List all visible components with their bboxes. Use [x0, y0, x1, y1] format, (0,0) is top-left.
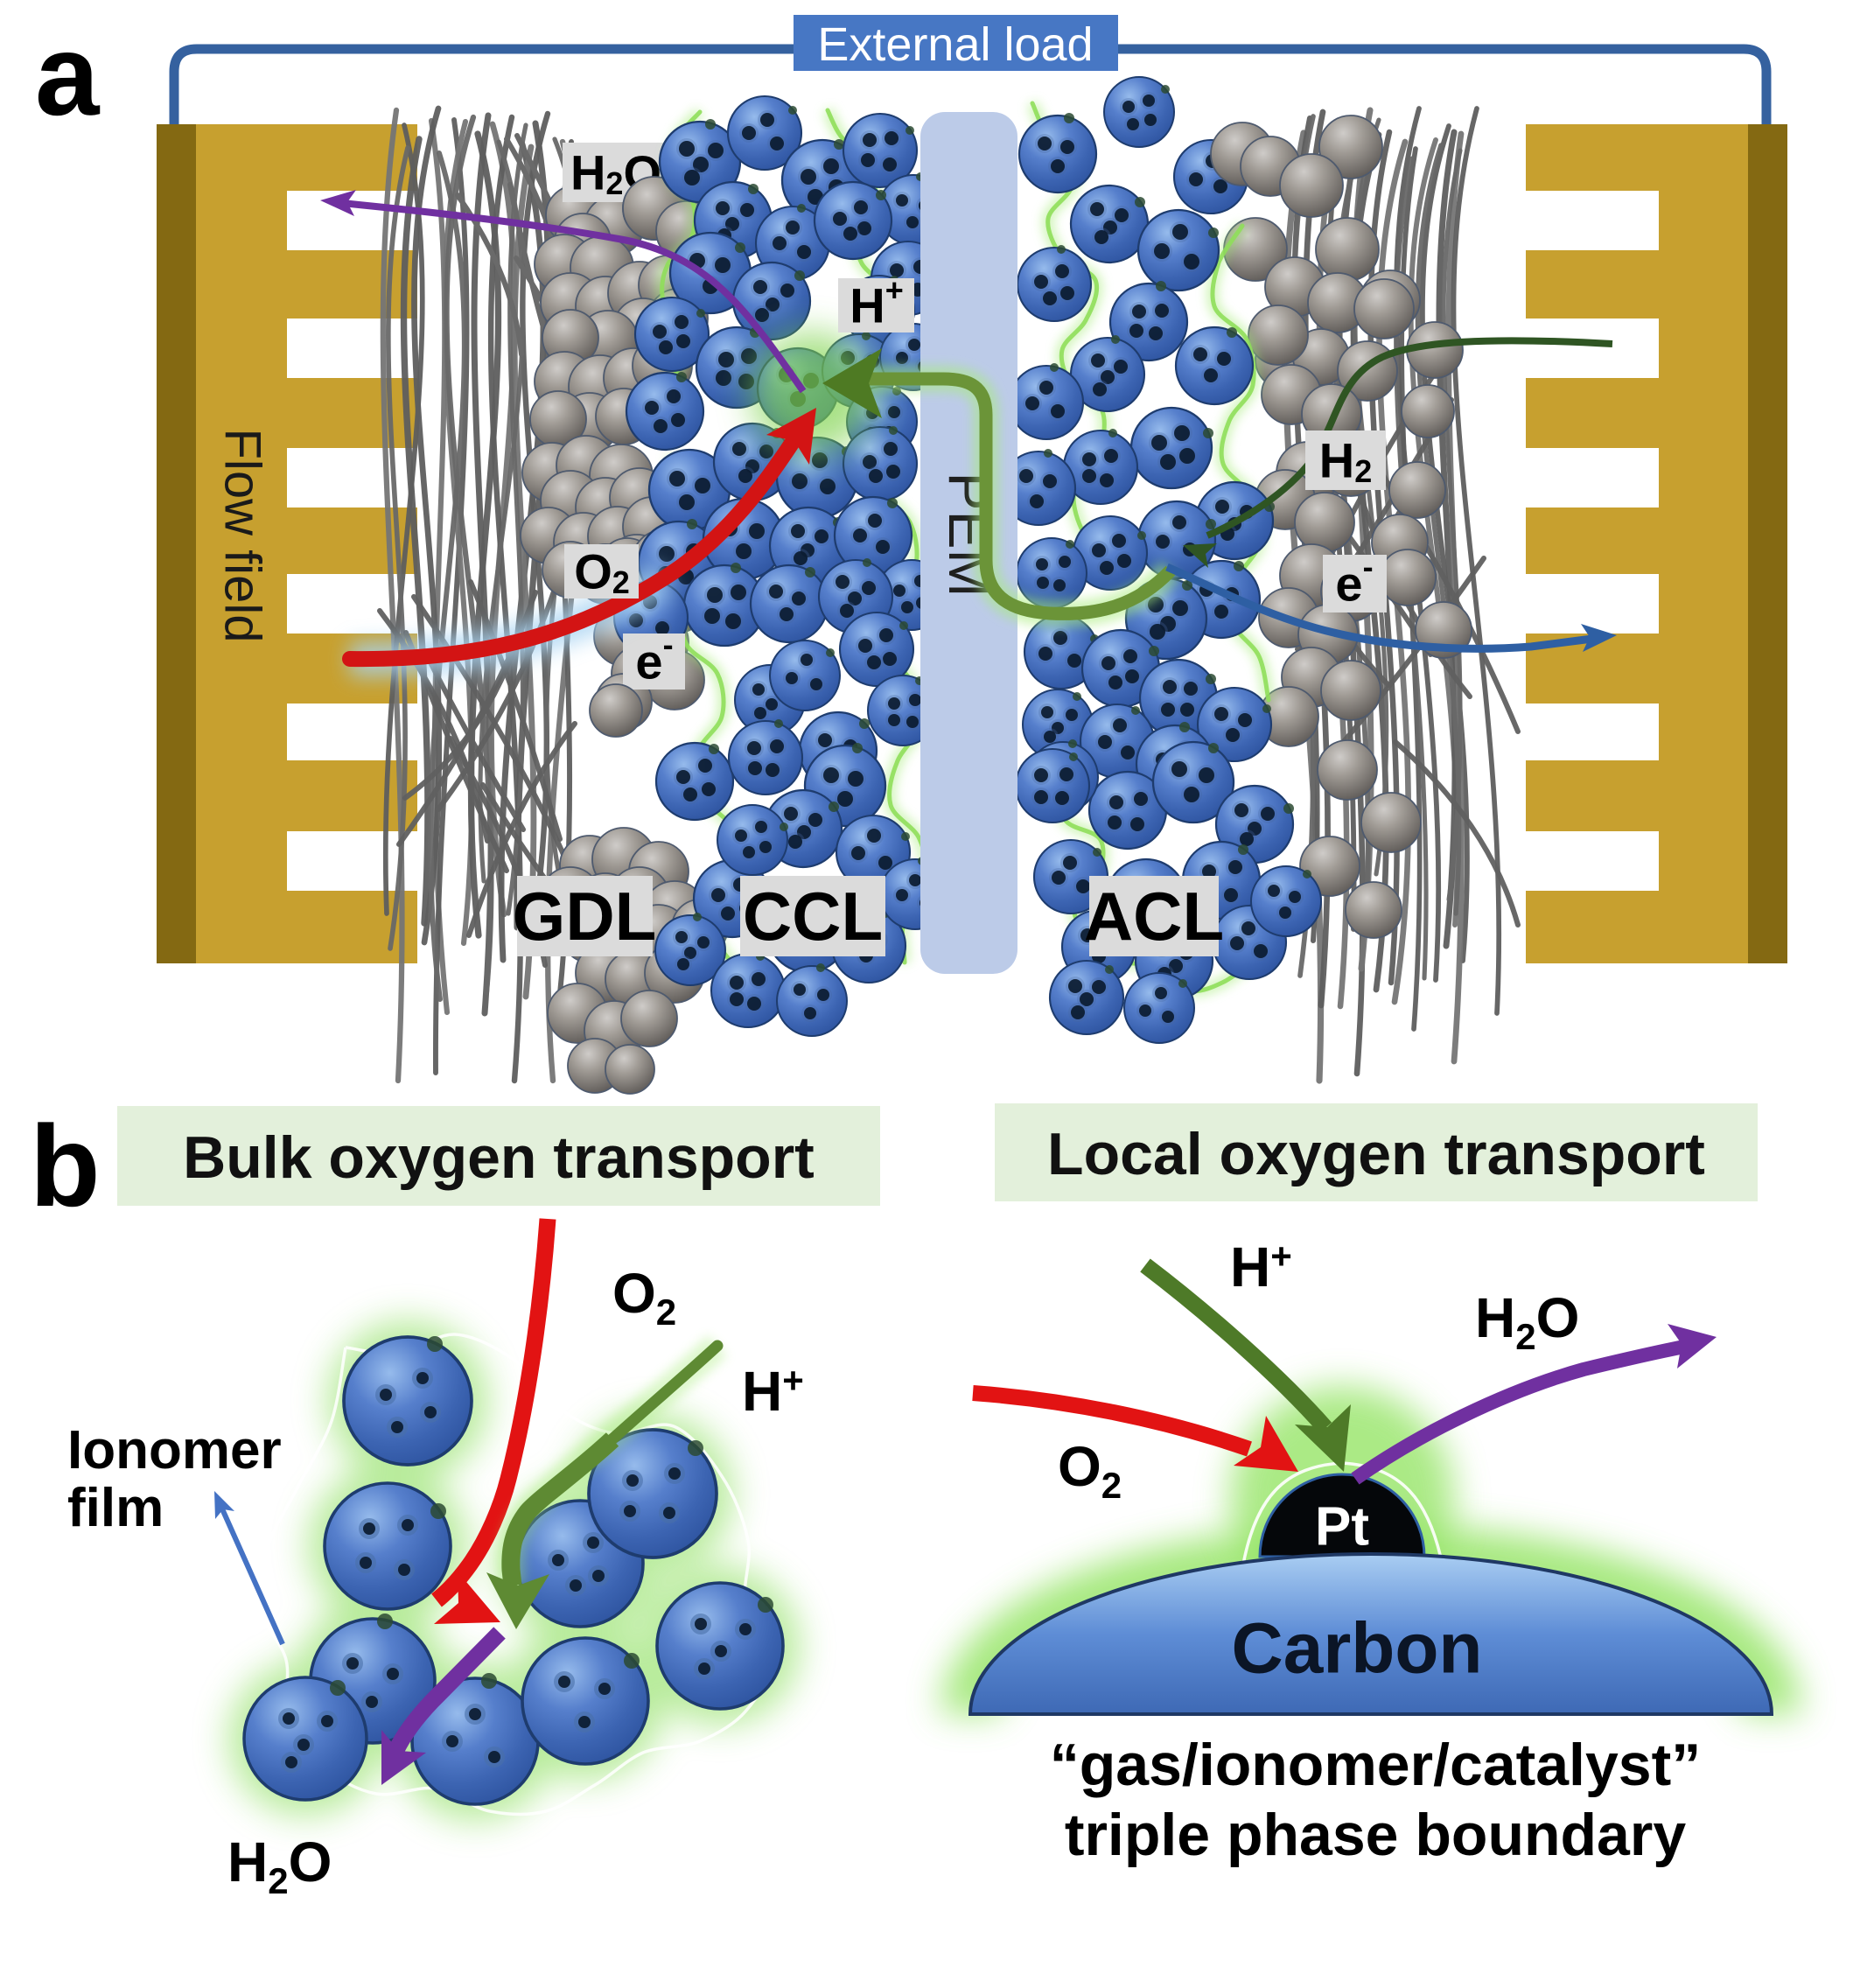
svg-text:ACL: ACL: [1084, 878, 1224, 955]
svg-text:H2O: H2O: [227, 1830, 332, 1901]
svg-text:Carbon: Carbon: [1232, 1609, 1483, 1689]
svg-text:CCL: CCL: [743, 878, 883, 955]
svg-text:Local oxygen transport: Local oxygen transport: [1047, 1121, 1705, 1187]
svg-text:triple phase boundary: triple phase boundary: [1065, 1802, 1687, 1868]
svg-text:External load: External load: [817, 18, 1093, 71]
svg-text:a: a: [35, 10, 101, 139]
svg-text:H2O: H2O: [1475, 1286, 1579, 1357]
svg-text:“gas/ionomer/catalyst”: “gas/ionomer/catalyst”: [1050, 1732, 1701, 1798]
svg-text:Flow field: Flow field: [214, 429, 271, 643]
svg-text:film: film: [67, 1478, 164, 1538]
svg-text:H+: H+: [1230, 1236, 1292, 1298]
svg-text:b: b: [30, 1102, 101, 1230]
svg-text:Bulk oxygen transport: Bulk oxygen transport: [183, 1124, 815, 1191]
svg-text:Pt: Pt: [1315, 1497, 1369, 1558]
svg-text:GDL: GDL: [513, 878, 657, 955]
svg-text:Ionomer: Ionomer: [67, 1420, 282, 1480]
svg-text:H+: H+: [742, 1360, 804, 1423]
